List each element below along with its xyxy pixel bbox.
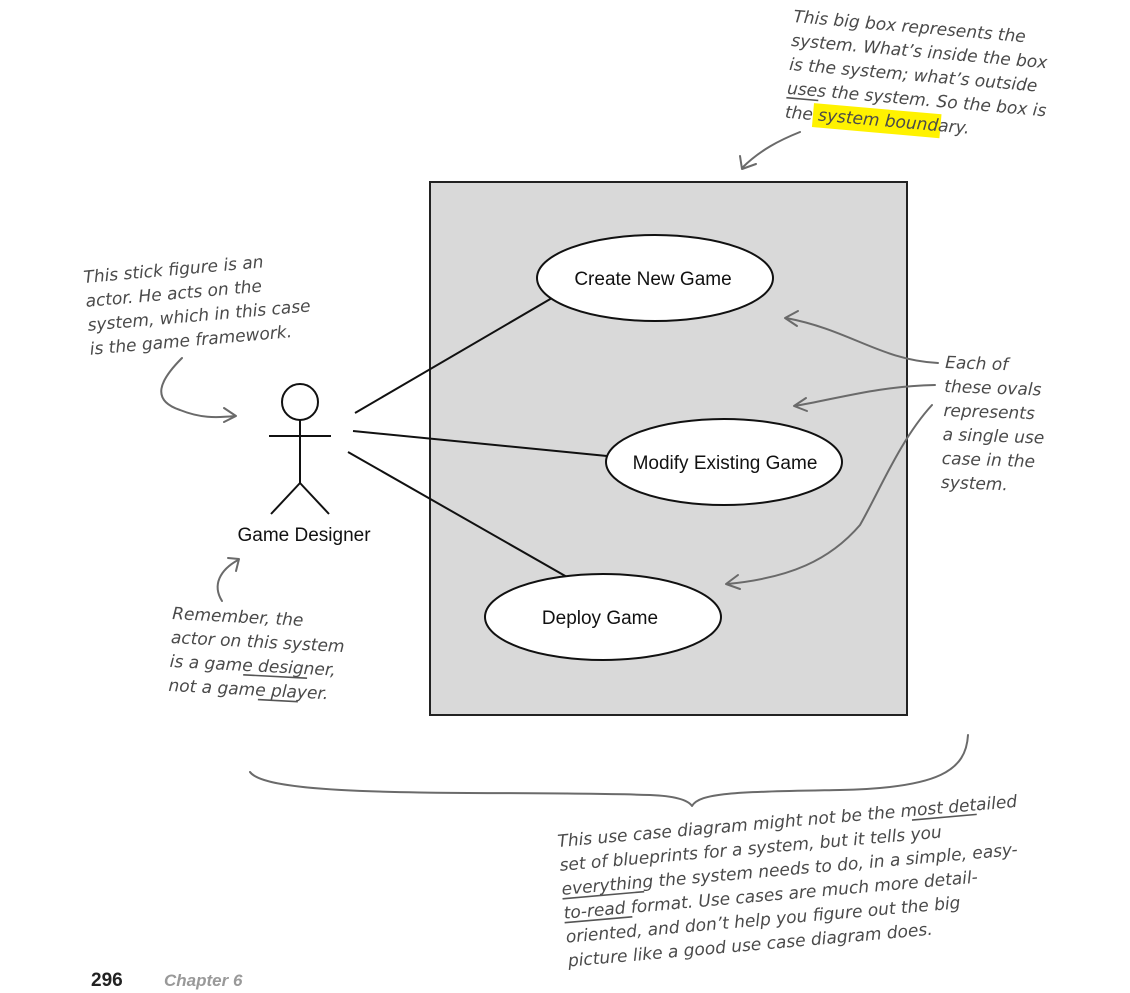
- underline-to-read: [564, 915, 633, 924]
- association-deploy: [347, 451, 568, 578]
- association-modify: [352, 430, 608, 457]
- note-line: system.: [941, 473, 1009, 495]
- note-system-boundary: This big box represents the system. What…: [784, 7, 1049, 139]
- arrow-to-actor: [160, 357, 236, 419]
- note-line: these ovals: [944, 377, 1042, 400]
- actor-left-leg: [270, 482, 301, 515]
- actor-stick-figure: [269, 383, 331, 515]
- arrowhead: [793, 397, 808, 412]
- association-lines: [347, 297, 608, 578]
- actor-right-leg: [299, 482, 330, 515]
- use-case-modify-existing-game: Modify Existing Game: [605, 418, 843, 506]
- arrowhead: [227, 557, 240, 572]
- page-number: 296: [91, 970, 123, 991]
- arrow-to-deploy-oval: [726, 404, 933, 585]
- use-case-oval: [484, 573, 722, 661]
- arrow-to-create-oval: [785, 317, 939, 364]
- note-line: case in the: [941, 449, 1035, 472]
- arrowhead: [784, 310, 799, 327]
- actor-label: Game Designer: [237, 525, 371, 546]
- use-case-create-new-game: Create New Game: [536, 234, 774, 322]
- system-boundary-highlight: [811, 103, 942, 139]
- use-case-label: Modify Existing Game: [633, 453, 818, 474]
- note-ovals: Each of these ovals represents a single …: [941, 353, 1045, 495]
- use-case-deploy-game: Deploy Game: [484, 573, 722, 661]
- chapter-label: Chapter 6: [164, 971, 243, 990]
- underline-everything: [562, 890, 645, 900]
- arrowhead: [725, 574, 741, 590]
- note-line: Each of: [945, 353, 1012, 375]
- note-line: Remember, the: [172, 604, 304, 631]
- note-remember: Remember, the actor on this system is a …: [168, 604, 345, 704]
- underline-detailed: [911, 813, 977, 821]
- arrow-to-actor-label: [216, 559, 239, 602]
- note-stick-figure: This stick figure is an actor. He acts o…: [83, 252, 312, 359]
- underline-uses: [786, 96, 819, 102]
- use-case-oval: [536, 234, 774, 322]
- note-summary: This use case diagram might not be the m…: [557, 792, 1019, 972]
- note-line: represents: [943, 401, 1035, 424]
- arrow-to-system-box: [741, 131, 801, 169]
- underline-player: [257, 698, 298, 703]
- summary-brace: [249, 734, 969, 807]
- use-case-label: Deploy Game: [542, 608, 658, 629]
- use-case-oval: [605, 418, 843, 506]
- arrow-to-modify-oval: [794, 384, 936, 407]
- use-case-label: Create New Game: [574, 269, 731, 290]
- note-line: a single use: [942, 425, 1044, 449]
- actor-head: [281, 383, 319, 421]
- arrowhead: [739, 155, 757, 170]
- association-create: [354, 297, 553, 414]
- arrowhead: [223, 407, 237, 423]
- note-line: not a game player.: [168, 676, 329, 704]
- underline-designer: [243, 674, 308, 679]
